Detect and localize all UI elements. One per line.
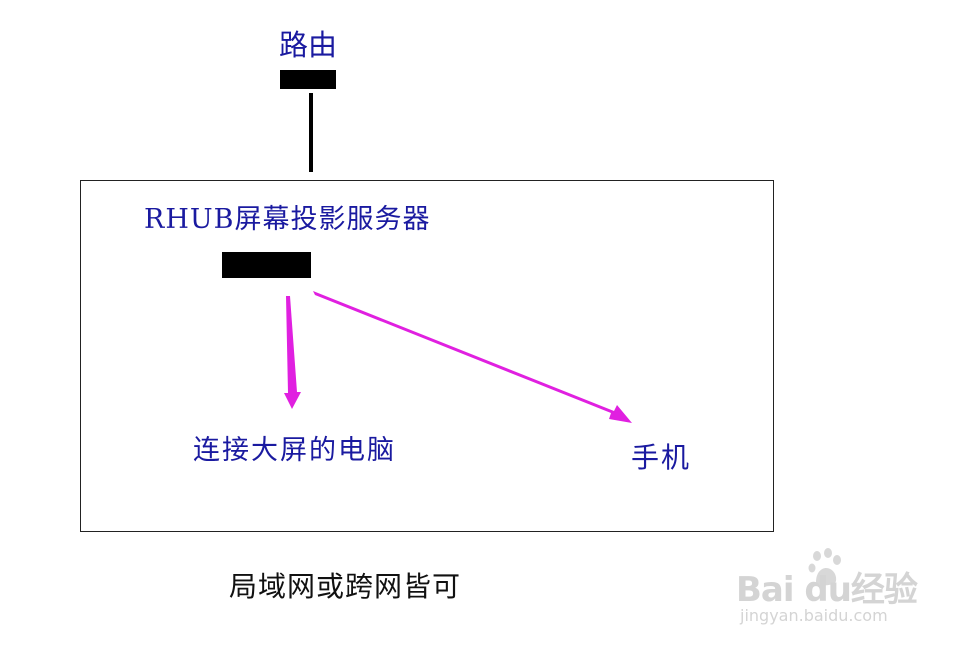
- network-boundary-box: [80, 180, 774, 532]
- paw-icon: [808, 548, 841, 586]
- arrow-server-to-phone: [313, 291, 632, 423]
- server-device-block: [222, 252, 311, 278]
- baidu-watermark: Bai du经验 jingyan.baidu.com: [736, 548, 918, 638]
- watermark-url: jingyan.baidu.com: [740, 606, 888, 625]
- watermark-logo-text: Bai du经验: [736, 570, 918, 610]
- server-label: RHUB屏幕投影服务器: [144, 204, 431, 235]
- router-device-block: [280, 70, 336, 89]
- arrow-server-to-pc: [284, 296, 301, 409]
- phone-label: 手机: [631, 441, 692, 474]
- router-label: 路由: [279, 28, 338, 62]
- pc-label: 连接大屏的电脑: [193, 435, 396, 466]
- network-scope-label: 局域网或跨网皆可: [229, 570, 462, 603]
